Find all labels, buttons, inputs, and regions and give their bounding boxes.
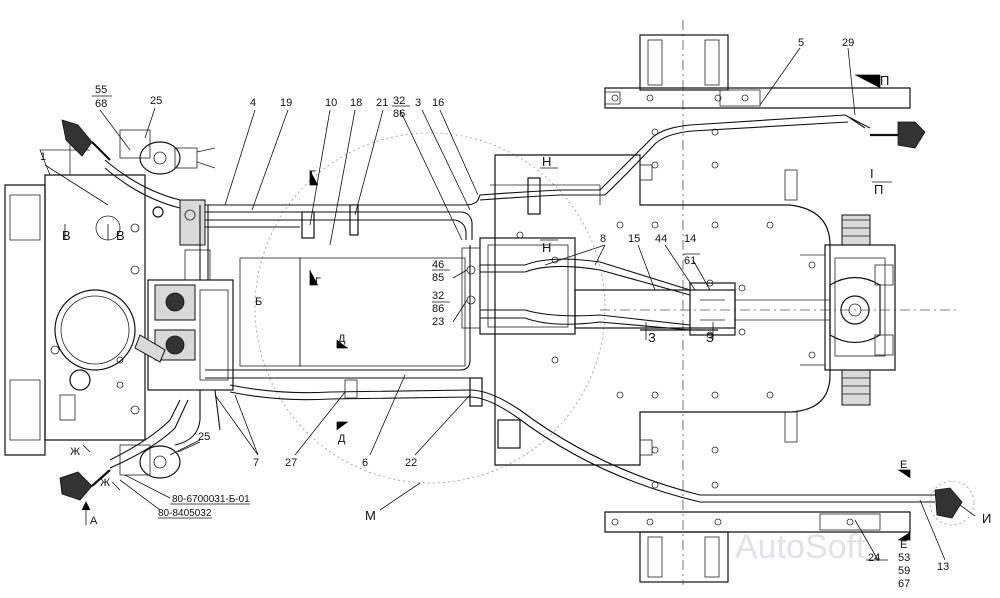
label-13: 13 bbox=[937, 561, 949, 573]
coupling-right-top bbox=[870, 121, 926, 149]
label-27: 27 bbox=[285, 457, 297, 469]
label-14: 14 bbox=[684, 233, 696, 245]
label-53: 53 bbox=[898, 552, 910, 564]
section-zh-bottom: Ж bbox=[100, 477, 110, 489]
brake-chamber-top bbox=[119, 129, 216, 175]
steering-cylinder bbox=[574, 279, 830, 339]
label-21: 21 bbox=[376, 97, 388, 109]
front-axle-top bbox=[604, 34, 911, 109]
section-d-top: Д bbox=[338, 333, 346, 345]
label-10: 10 bbox=[325, 97, 337, 109]
label-18: 18 bbox=[350, 97, 362, 109]
section-zh-top: Ж bbox=[70, 446, 80, 458]
view-v-right: В bbox=[116, 228, 125, 243]
front-drive-axle bbox=[800, 214, 896, 406]
callout-labels: 1 55 68 25 4 19 10 18 21 32 86 3 16 5 29… bbox=[40, 37, 949, 590]
view-p-top: П bbox=[880, 73, 889, 88]
label-86-top: 86 bbox=[393, 108, 405, 120]
section-g-top: Г bbox=[310, 169, 316, 181]
label-32-top: 32 bbox=[393, 95, 405, 107]
label-15: 15 bbox=[628, 233, 640, 245]
label-55: 55 bbox=[95, 84, 107, 96]
label-29: 29 bbox=[842, 37, 854, 49]
part-number-a: 80-6700031-Б-01 bbox=[172, 494, 250, 505]
watermark: AutoSoft bbox=[735, 528, 866, 566]
part-number-b: 80-8405032 bbox=[158, 508, 212, 519]
detail-circle-i bbox=[929, 480, 975, 526]
label-4: 4 bbox=[250, 97, 256, 109]
label-23: 23 bbox=[432, 316, 444, 328]
label-3: 3 bbox=[415, 97, 421, 109]
frame-housing bbox=[479, 128, 831, 489]
view-v-left: В bbox=[62, 228, 71, 243]
pipelines bbox=[104, 114, 935, 503]
label-7: 7 bbox=[253, 457, 259, 469]
label-16: 16 bbox=[432, 97, 444, 109]
label-1: 1 bbox=[40, 151, 46, 163]
hydraulic-distributor bbox=[134, 199, 234, 391]
coupling-bottom-left bbox=[59, 469, 111, 501]
label-46: 46 bbox=[432, 259, 444, 271]
label-25-top: 25 bbox=[150, 95, 162, 107]
view-letters: А В В Б Г Г Д Д Н Н Ж Ж Е Е И М П П I З … bbox=[62, 73, 991, 551]
label-19: 19 bbox=[280, 97, 292, 109]
view-p-bottom: П bbox=[874, 182, 883, 197]
label-68: 68 bbox=[95, 98, 107, 110]
label-32-mid: 32 bbox=[432, 290, 444, 302]
view-a: А bbox=[90, 515, 98, 527]
label-24: 24 bbox=[868, 552, 880, 564]
label-61: 61 bbox=[684, 255, 696, 267]
label-85: 85 bbox=[432, 272, 444, 284]
section-b: Б bbox=[255, 296, 262, 308]
section-z-left: З bbox=[648, 330, 656, 345]
view-i-roman: I bbox=[870, 166, 874, 181]
label-25-bottom: 25 bbox=[198, 431, 210, 443]
label-59: 59 bbox=[898, 565, 910, 577]
coupling-right-bottom bbox=[934, 487, 963, 519]
brake-chamber-bottom bbox=[119, 441, 201, 479]
leader-lines bbox=[44, 47, 976, 561]
section-z-right: З bbox=[706, 330, 714, 345]
label-86-mid: 86 bbox=[432, 303, 444, 315]
engine-block bbox=[4, 140, 146, 456]
detail-circle-m bbox=[254, 132, 606, 484]
label-44: 44 bbox=[655, 233, 667, 245]
section-n-top: Н bbox=[542, 154, 551, 169]
view-m: М bbox=[365, 508, 376, 523]
section-g-bottom: Г bbox=[315, 276, 321, 288]
section-n-bottom: Н bbox=[542, 240, 551, 255]
section-e-bottom: Е bbox=[900, 539, 907, 551]
view-i: И bbox=[982, 511, 991, 526]
label-6: 6 bbox=[362, 457, 368, 469]
section-e-top: Е bbox=[900, 459, 907, 471]
label-22: 22 bbox=[405, 457, 417, 469]
label-5: 5 bbox=[798, 37, 804, 49]
coupling-top-left bbox=[61, 119, 111, 161]
section-d-bottom: Д bbox=[338, 433, 346, 445]
label-8: 8 bbox=[600, 233, 606, 245]
label-67: 67 bbox=[898, 578, 910, 590]
